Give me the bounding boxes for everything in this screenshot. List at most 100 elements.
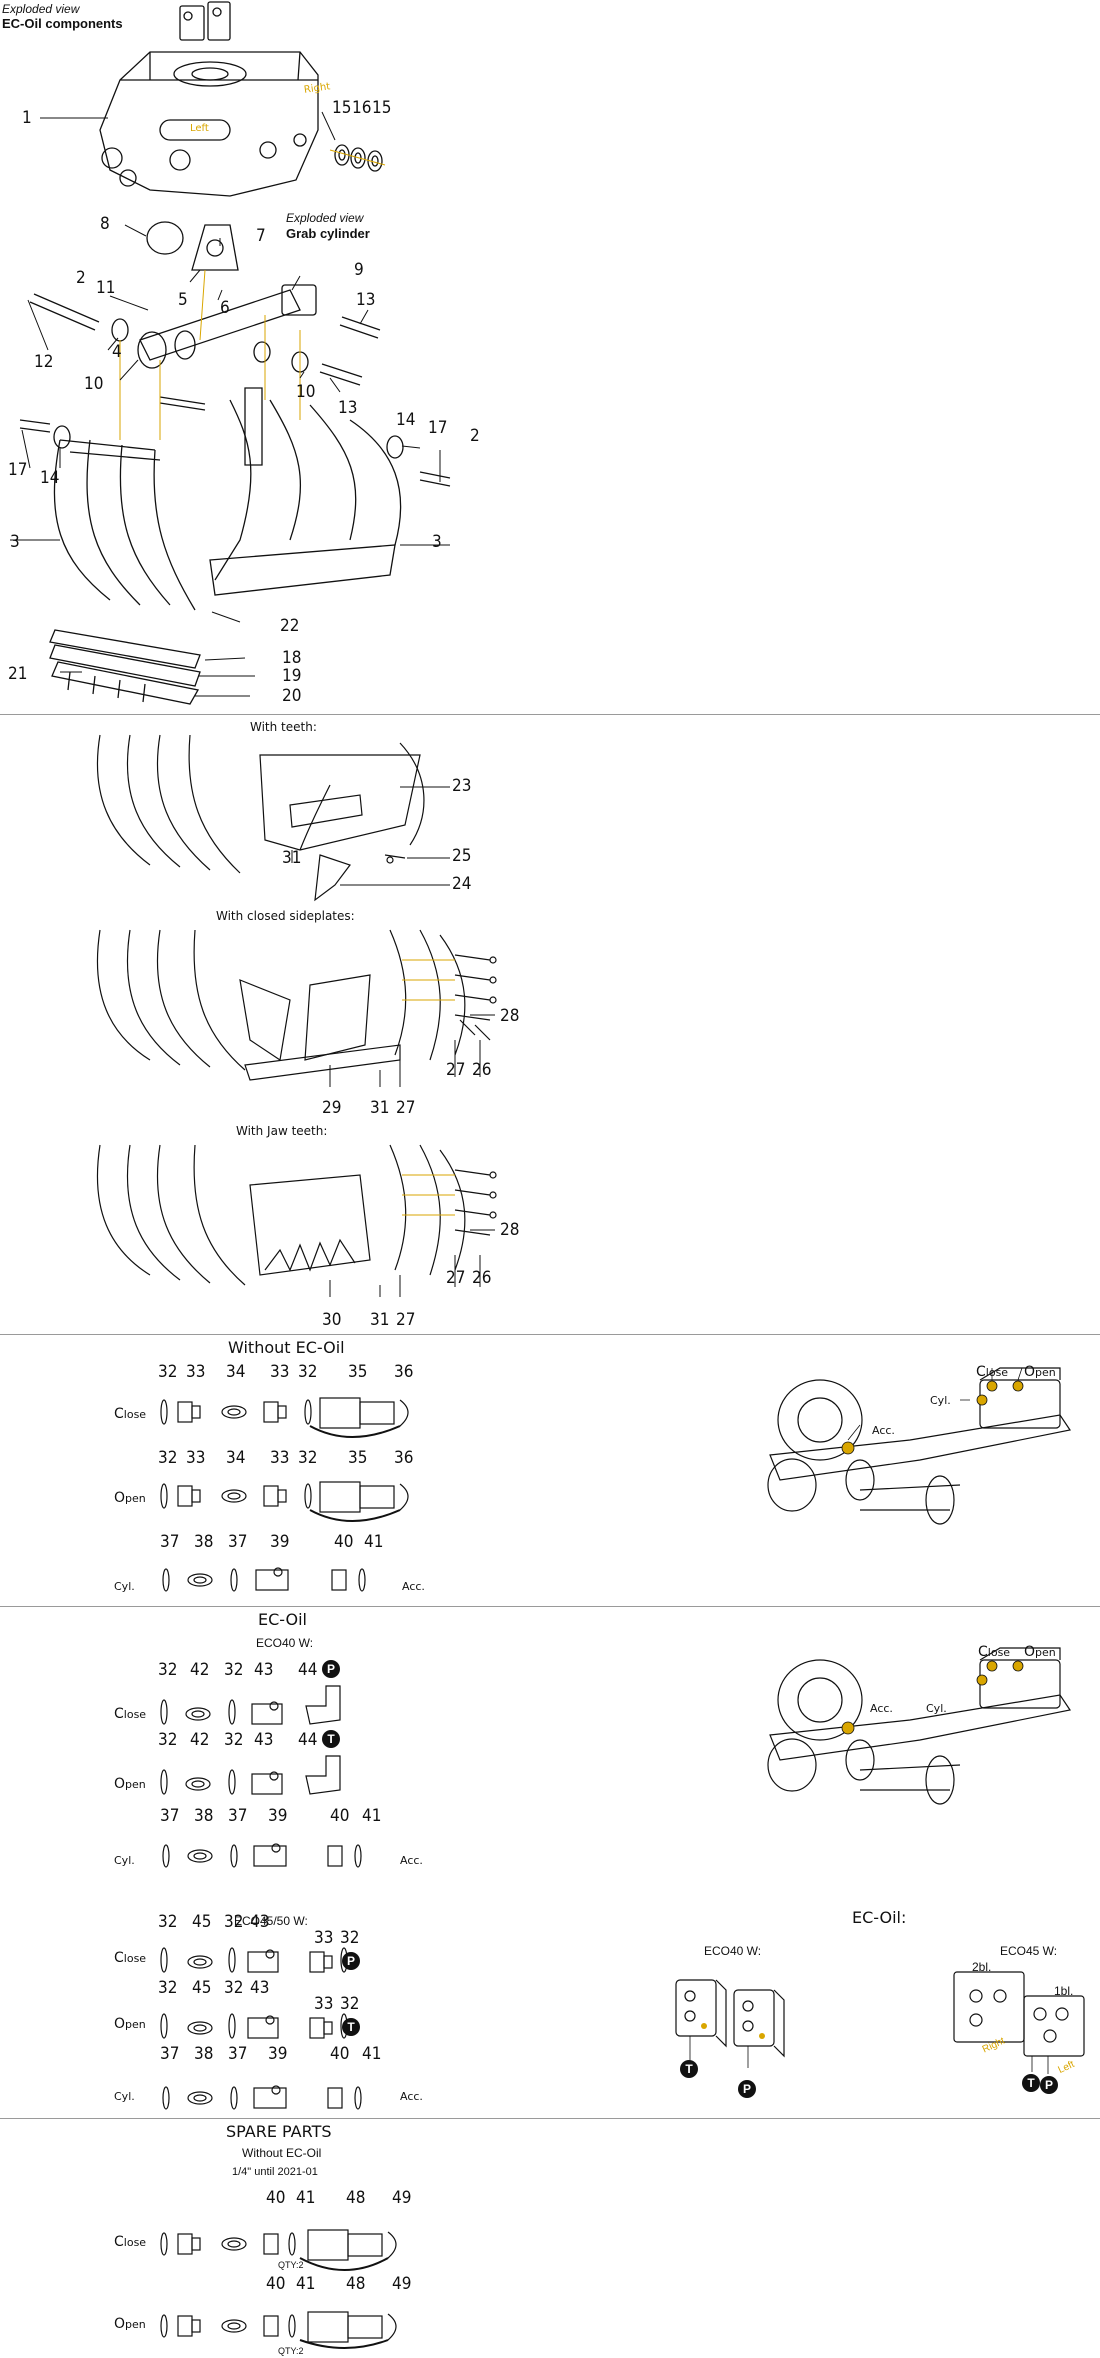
t-badge-3: T [680,2060,698,2078]
p-badge-1: P [322,1660,340,1678]
eco45-close-num-45: 45 [192,1912,212,1932]
open-label-1: Open [114,1490,146,1506]
variant-drawings [96,734,497,1297]
eco45-open-num-32c: 32 [340,1994,360,2014]
callout-20: 20 [282,686,302,706]
callout-29: 29 [322,1098,342,1118]
spare-close-num-40: 40 [266,2188,286,2208]
row-cyl-num-37b: 37 [228,1532,248,1552]
eco45-close-num-33: 33 [314,1928,334,1948]
row-open-num-33a: 33 [186,1448,206,1468]
row-cyl-num-38: 38 [194,1532,214,1552]
callout-22: 22 [280,616,300,636]
left-label: Left [190,123,209,134]
spare-parts-title: SPARE PARTS [226,2122,332,2141]
close-label-3: Close [114,1950,147,1966]
row-cyl-num-40: 40 [334,1532,354,1552]
eco-open-num-42: 42 [190,1730,210,1750]
with-teeth-title: With teeth: [250,720,317,734]
row-close-num-34: 34 [226,1362,246,1382]
row-cyl-num-41: 41 [364,1532,384,1552]
eco-cyl-num-39: 39 [268,1806,288,1826]
spare-open-num-41: 41 [296,2274,316,2294]
t-badge-4: T [1022,2074,1040,2092]
exploded-view-label-2: Exploded view [286,211,364,225]
eco-open-num-32b: 32 [224,1730,244,1750]
callout-27d: 27 [396,1310,416,1330]
eco45-close-num-32c: 32 [340,1928,360,1948]
callout-15b: 15 [372,98,392,118]
callout-10b: 10 [296,382,316,402]
callout-26b: 26 [472,1268,492,1288]
jaw-teeth-title: With Jaw teeth: [236,1124,328,1138]
row-close-num-35: 35 [348,1362,368,1382]
callout-31b: 31 [370,1098,390,1118]
callout-28a: 28 [500,1006,520,1026]
eco45-cyl-num-41: 41 [362,2044,382,2064]
eco45-cyl-num-40: 40 [330,2044,350,2064]
callout-25: 25 [452,846,472,866]
callout-19: 19 [282,666,302,686]
callout-3b: 3 [432,532,442,552]
separator-2 [0,1334,1100,1335]
eco45-open-num-32b: 32 [224,1978,244,1998]
close-label-1: Close [114,1406,147,1422]
open-label-2: Open [114,1776,146,1792]
eco45-cyl-num-37b: 37 [228,2044,248,2064]
t-badge-1: T [322,1730,340,1748]
close-label-4: Close [114,2234,147,2250]
cyl-label-1: Cyl. [114,1580,135,1593]
open-label-4: Open [114,2316,146,2332]
cyl2-open-label: Open [1024,1644,1056,1660]
main-exploded-drawing [10,1,451,705]
callout-9: 9 [354,260,364,280]
row-cyl-num-37a: 37 [160,1532,180,1552]
without-ec-oil-title: Without EC-Oil [228,1338,345,1357]
eco-close-num-42: 42 [190,1660,210,1680]
row-open-num-36: 36 [394,1448,414,1468]
spare-open-num-40: 40 [266,2274,286,2294]
callout-31a: 31 [282,848,302,868]
callout-13b: 13 [338,398,358,418]
row-open-num-35: 35 [348,1448,368,1468]
eco-open-num-44: 44 [298,1730,318,1750]
callout-14a: 14 [396,410,416,430]
row-open-num-32a: 32 [158,1448,178,1468]
without-ec-oil-parts [160,1397,409,1592]
ec-oil-right-title: EC-Oil: [852,1908,907,1927]
ec-oil-title: EC-Oil [258,1610,307,1629]
callout-17a: 17 [428,418,448,438]
grab-cylinder-title: Grab cylinder [286,226,370,241]
spare-without-label: Without EC-Oil [242,2146,322,2160]
row-open-num-34: 34 [226,1448,246,1468]
callout-27b: 27 [396,1098,416,1118]
callout-24: 24 [452,874,472,894]
callout-27c: 27 [446,1268,466,1288]
eco45-cyl-num-37a: 37 [160,2044,180,2064]
cyl1-acc-label: Acc. [872,1424,895,1437]
callout-16: 16 [352,98,372,118]
callout-12: 12 [34,352,54,372]
eco-cyl-num-40: 40 [330,1806,350,1826]
eco45w-right-title: ECO45 W: [1000,1944,1058,1958]
cyl1-open-label: Open [1024,1364,1056,1380]
spare-until-label: 1/4" until 2021-01 [232,2166,318,2178]
spare-open-num-48: 48 [346,2274,366,2294]
eco4550w-title: ECO45/50 W: [234,1914,308,1928]
eco-close-num-43: 43 [254,1660,274,1680]
eco45-close-num-43: 43 [250,1912,270,1932]
cyl-label-2: Cyl. [114,1854,135,1867]
callout-21: 21 [8,664,28,684]
callout-15a: 15 [332,98,352,118]
closed-sideplates-title: With closed sideplates: [216,909,355,923]
eco-cyl-num-37b: 37 [228,1806,248,1826]
spare-close-num-41: 41 [296,2188,316,2208]
eco-cyl-num-37a: 37 [160,1806,180,1826]
eco-cyl-num-41: 41 [362,1806,382,1826]
eco45-close-num-32a: 32 [158,1912,178,1932]
callout-6: 6 [220,298,230,318]
callout-18: 18 [282,648,302,668]
separator-3 [0,1606,1100,1607]
callout-4: 4 [112,342,122,362]
row-open-num-32b: 32 [298,1448,318,1468]
